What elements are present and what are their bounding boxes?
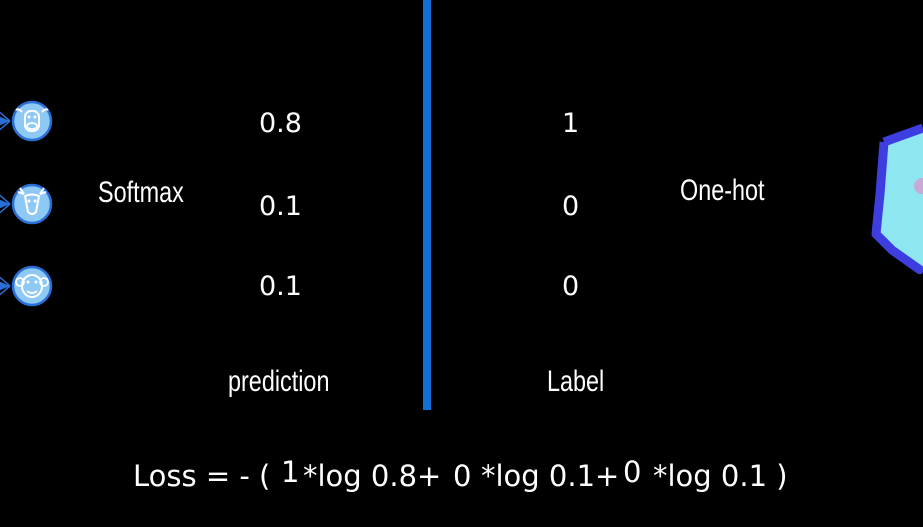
prediction-value-1: 0.8 [259,108,302,139]
prediction-value-2: 0.1 [259,191,302,222]
deer-face-icon [0,182,56,226]
prediction-value-3: 0.1 [259,271,302,302]
loss-coef-3: 0 [623,455,642,489]
divider-line [423,0,431,410]
loss-prefix: Loss = - ( [133,459,271,493]
label-caption: Label [547,365,605,398]
softmax-label: Softmax [98,176,184,209]
prediction-caption: prediction [228,365,330,398]
loss-formula: Loss = - ( 1 *log 0.8+ 0 *log 0.1+ 0 *lo… [133,458,833,502]
loss-coef-1: 1 [281,455,300,489]
monkey-face-icon [0,264,56,308]
cow-face-icon [0,99,56,143]
loss-term-2: *log 0.1+ [481,459,620,493]
label-value-3: 0 [562,271,580,302]
loss-term-1: *log 0.8+ [303,459,442,493]
loss-coef-2: 0 [453,459,472,493]
loss-term-3: *log 0.1 ) [653,459,788,493]
onehot-label: One-hot [680,174,765,207]
label-value-2: 0 [562,191,580,222]
label-value-1: 1 [562,108,580,139]
shield-icon [862,123,923,276]
